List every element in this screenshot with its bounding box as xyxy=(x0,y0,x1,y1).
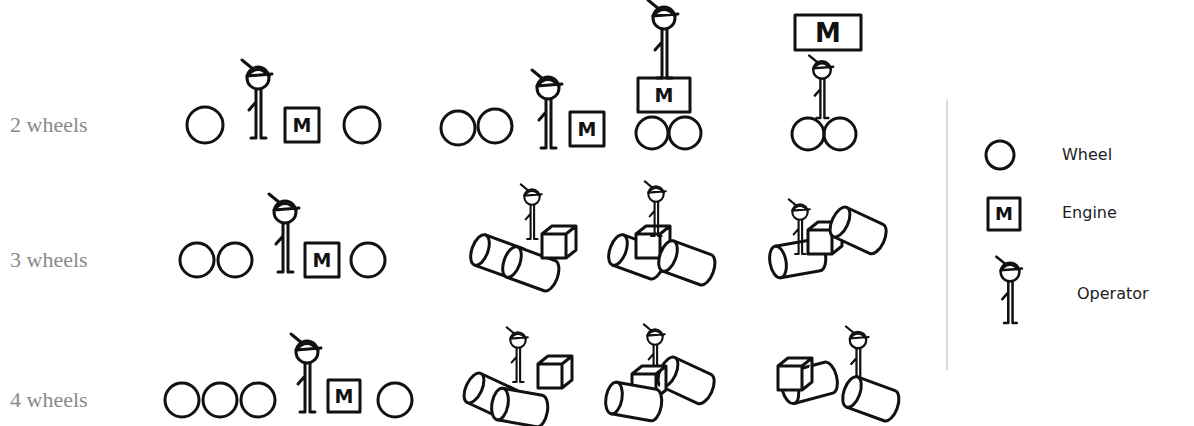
three-wheel-vehicle xyxy=(467,184,576,293)
row-label: 2 wheels xyxy=(10,114,88,136)
operator-symbol xyxy=(645,181,666,236)
engine-symbol xyxy=(638,78,690,112)
operator-symbol xyxy=(242,60,272,138)
wheel-symbol xyxy=(824,118,856,150)
operator-symbol xyxy=(532,70,562,148)
roller-symbol xyxy=(603,381,664,422)
engine-cube xyxy=(538,356,572,388)
legend-symbols xyxy=(947,100,1022,370)
engine-letter: M xyxy=(655,86,674,105)
four-wheel-exploded xyxy=(165,334,412,417)
legend-divider xyxy=(946,100,948,370)
engine-symbol xyxy=(285,108,319,142)
two-wheel-exploded xyxy=(187,60,380,143)
four-wheel-vehicle xyxy=(603,324,718,422)
four-wheel-vehicle xyxy=(460,327,572,426)
wheel-symbol xyxy=(378,383,412,417)
two-wheel-stack xyxy=(792,15,861,150)
legend-text: Operator xyxy=(1077,286,1149,302)
roller-symbol xyxy=(489,387,550,426)
engine-letter: M xyxy=(293,116,312,135)
row-label: 4 wheels xyxy=(10,389,88,411)
wheel-symbol xyxy=(792,118,824,150)
wheel-symbol xyxy=(344,107,380,143)
row-label: 3 wheels xyxy=(10,249,88,271)
roller-symbol xyxy=(839,374,903,423)
engine-symbol xyxy=(328,380,360,412)
wheel-symbol xyxy=(478,109,512,143)
engine-symbol xyxy=(570,112,604,146)
engine-symbol xyxy=(305,243,339,277)
operator-symbol xyxy=(809,56,833,118)
wheel-symbol xyxy=(180,243,214,277)
engine-letter: M xyxy=(335,387,354,406)
engine-letter: M xyxy=(995,205,1013,223)
roller-symbol xyxy=(655,238,719,287)
operator-symbol xyxy=(507,327,528,382)
wheel-symbol xyxy=(351,243,385,277)
wheel-symbol xyxy=(669,117,701,149)
operator-symbol xyxy=(996,257,1022,323)
roller-symbol xyxy=(826,204,890,257)
wheel-symbol xyxy=(165,383,199,417)
engine-letter: M xyxy=(815,20,841,46)
wheel-symbol xyxy=(636,117,668,149)
wheel-symbol xyxy=(203,383,237,417)
three-wheel-vehicle xyxy=(605,181,719,287)
operator-symbol xyxy=(269,194,299,272)
wheel-symbol xyxy=(187,107,223,143)
operator-symbol xyxy=(521,184,542,239)
engine-cube xyxy=(778,358,812,390)
two-wheel-stack xyxy=(441,0,701,149)
engine-letter: M xyxy=(313,251,332,270)
engine-symbol xyxy=(795,15,861,50)
legend-text: Engine xyxy=(1062,205,1117,221)
engine-cube xyxy=(542,226,576,258)
legend-text: Wheel xyxy=(1062,147,1112,163)
wheel-symbol xyxy=(441,111,475,145)
three-wheel-exploded xyxy=(180,194,385,277)
operator-symbol xyxy=(648,0,678,78)
four-wheel-vehicle xyxy=(778,327,903,424)
engine-symbol xyxy=(988,198,1020,230)
wheel-symbol xyxy=(241,383,275,417)
wheel-symbol xyxy=(986,141,1014,169)
wheel-symbol xyxy=(218,243,252,277)
engine-letter: M xyxy=(578,120,597,139)
operator-symbol xyxy=(291,334,321,412)
three-wheel-vehicle xyxy=(767,199,890,279)
